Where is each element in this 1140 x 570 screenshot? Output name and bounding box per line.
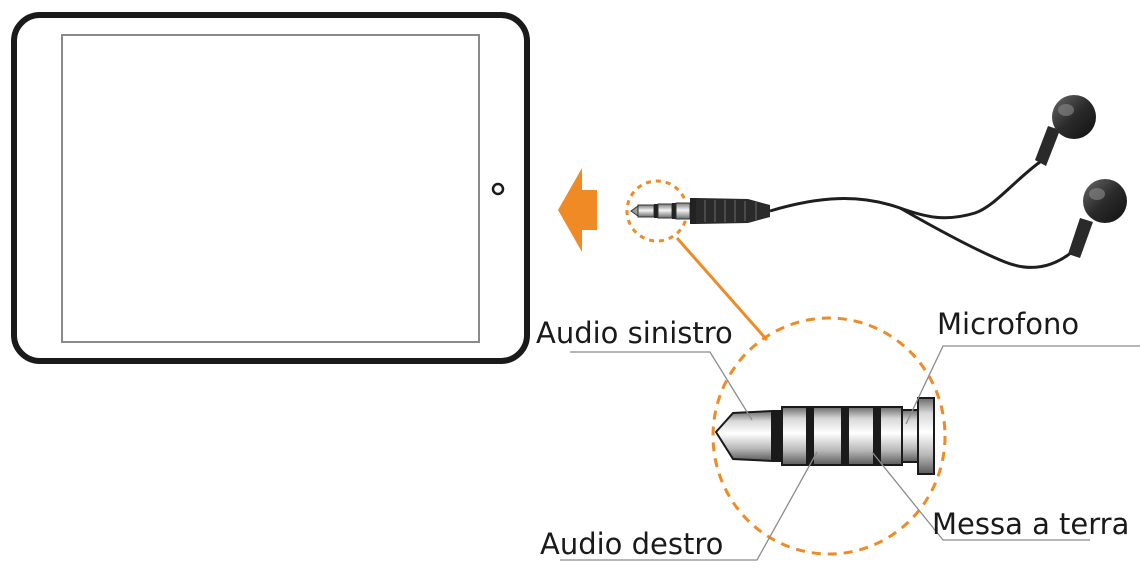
large-plug-icon — [714, 397, 935, 475]
label-left-audio: Audio sinistro — [536, 316, 733, 350]
zoom-connector-line — [675, 237, 769, 341]
leader-ground — [871, 451, 1090, 541]
label-ground: Messa a terra — [932, 507, 1130, 541]
leader-lines — [560, 345, 1140, 561]
label-microphone: Microfono — [937, 307, 1080, 341]
earbud-top-icon — [1035, 95, 1096, 166]
earbud-bottom-icon — [1068, 179, 1127, 258]
leader-mic — [905, 345, 1140, 425]
zoom-circle — [711, 316, 947, 556]
tablet-side-key — [524, 308, 529, 338]
leader-right-audio — [560, 451, 818, 561]
insert-arrow-icon — [558, 168, 597, 252]
tablet-screen — [61, 34, 480, 343]
tablet-home-button — [491, 182, 505, 196]
leader-left-audio — [570, 351, 753, 421]
label-right-audio: Audio destro — [540, 527, 724, 561]
tablet-icon — [11, 12, 530, 364]
earphone-cable — [769, 160, 1073, 269]
small-plug-icon — [630, 198, 770, 224]
